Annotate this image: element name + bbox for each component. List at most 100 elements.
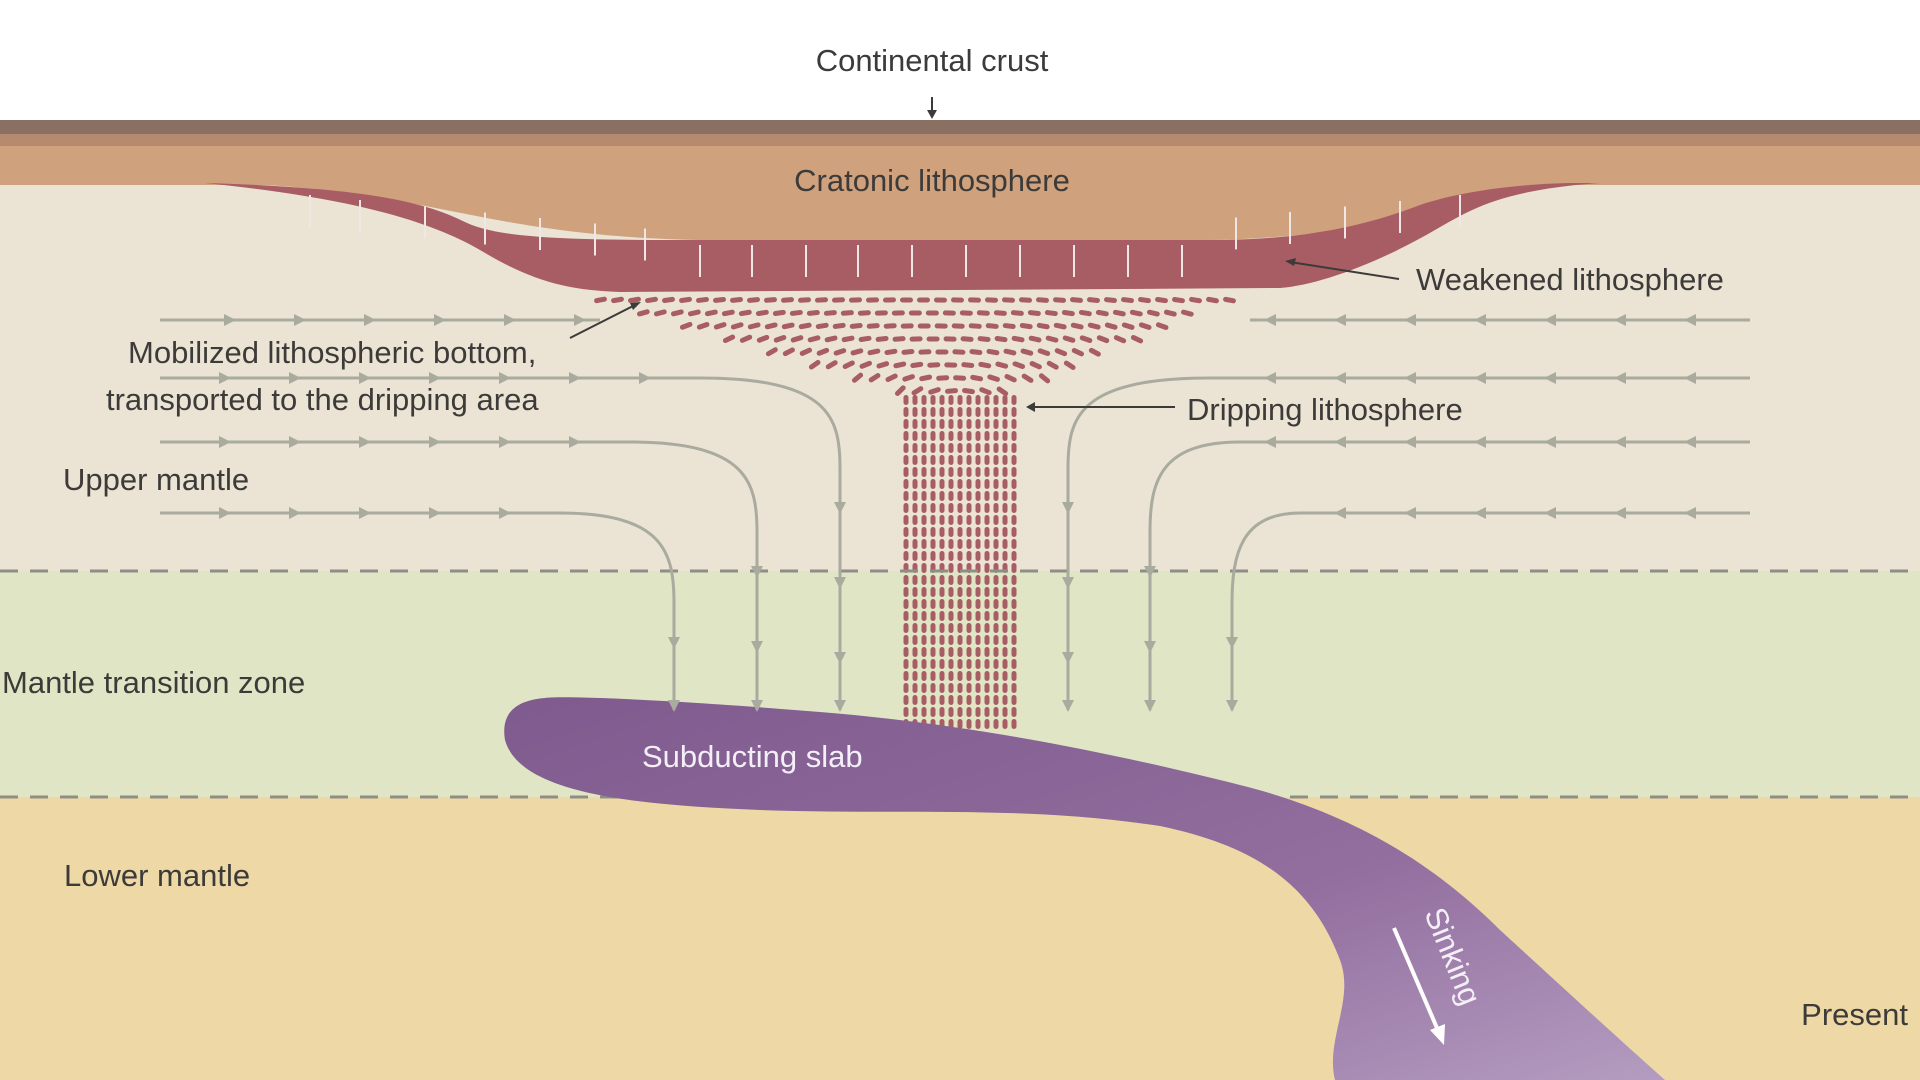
drip-fragment (993, 659, 999, 669)
drip-fragment (832, 297, 845, 303)
drip-fragment (948, 635, 954, 645)
drip-fragment (1002, 479, 1008, 489)
drip-fragment (1146, 309, 1160, 317)
drip-fragment (1095, 309, 1109, 317)
drip-fragment (968, 323, 982, 329)
drip-fragment (687, 309, 701, 317)
drip-fragment (943, 336, 957, 342)
drip-fragment (901, 349, 915, 355)
drip-fragment (832, 322, 846, 329)
drip-fragment (1029, 361, 1042, 370)
drip-fragment (1096, 335, 1110, 344)
drip-fragment (957, 671, 963, 681)
drip-fragment (1011, 563, 1017, 573)
drip-fragment (1011, 479, 1017, 489)
drip-fragment (902, 374, 915, 382)
drip-fragment (903, 467, 909, 477)
drip-fragment (948, 467, 954, 477)
drip-fragment (993, 395, 999, 405)
drip-fragment (930, 647, 936, 657)
drip-fragment (1011, 431, 1017, 441)
drip-fragment (1155, 322, 1169, 331)
drip-fragment (885, 373, 898, 383)
drip-fragment (995, 361, 1009, 369)
drip-fragment (952, 349, 966, 355)
drip-fragment (939, 671, 945, 681)
drip-fragment (939, 443, 945, 453)
drip-fragment (645, 296, 658, 304)
drip-fragment (1121, 297, 1134, 304)
drip-fragment (867, 348, 881, 356)
drip-fragment (730, 297, 743, 303)
drip-fragment (966, 527, 972, 537)
drip-fragment (1011, 491, 1017, 501)
drip-fragment (903, 395, 909, 405)
drip-fragment (921, 491, 927, 501)
drip-fragment (939, 455, 945, 465)
drip-fragment (1011, 515, 1017, 525)
drip-fragment (1011, 659, 1017, 669)
drip-fragment (1071, 348, 1085, 357)
drip-fragment (984, 695, 990, 705)
drip-fragment (1037, 348, 1051, 356)
drip-fragment (1028, 335, 1042, 343)
drip-fragment (850, 348, 864, 356)
drip-fragment (957, 635, 963, 645)
drip-fragment (984, 503, 990, 513)
drip-fragment (730, 322, 744, 330)
drip-fragment (951, 297, 964, 303)
drip-fragment (713, 296, 726, 303)
drip-fragment (900, 297, 913, 303)
drip-fragment (986, 348, 1000, 356)
drip-fragment (921, 395, 927, 405)
flow-arrowhead (1264, 372, 1276, 384)
drip-fragment (1027, 310, 1041, 316)
drip-fragment (957, 395, 963, 405)
drip-fragment (921, 479, 927, 489)
drip-fragment (930, 707, 936, 717)
drip-fragment (930, 479, 936, 489)
flow-arrowhead (1544, 372, 1556, 384)
drip-fragment (903, 527, 909, 537)
drip-fragment (948, 587, 954, 597)
drip-fragment (984, 539, 990, 549)
drip-fragment (984, 563, 990, 573)
drip-fragment (807, 335, 821, 343)
drip-fragment (1011, 671, 1017, 681)
drip-fragment (921, 587, 927, 597)
drip-fragment (993, 455, 999, 465)
drip-fragment (921, 683, 927, 693)
flow-arrowhead (1614, 507, 1626, 519)
drip-fragment (930, 407, 936, 417)
drip-fragment (948, 503, 954, 513)
drip-fragment (842, 360, 855, 370)
drip-fragment (966, 479, 972, 489)
flow-arrowhead (219, 372, 231, 384)
flow-line (160, 376, 842, 710)
sinking-arrow-head (1430, 1024, 1445, 1045)
flow-arrowhead (834, 577, 846, 589)
drip-fragment (957, 467, 963, 477)
drip-fragment (849, 297, 862, 303)
drip-fragment (1002, 647, 1008, 657)
drip-fragment (993, 479, 999, 489)
drip-fragment (930, 671, 936, 681)
drip-fragment (1104, 322, 1118, 330)
subducting-slab-label: Subducting slab (642, 739, 863, 774)
drip-fragment (978, 361, 992, 369)
drip-fragment (930, 527, 936, 537)
drip-fragment (966, 647, 972, 657)
flow-arrowhead (569, 436, 581, 448)
drip-fragment (798, 322, 812, 330)
drip-fragment (921, 671, 927, 681)
drip-fragment (1002, 503, 1008, 513)
drip-fragment (934, 297, 947, 303)
drip-fragment (772, 309, 786, 316)
drip-fragment (939, 467, 945, 477)
drip-fragment (948, 695, 954, 705)
mobilized-bottom-leader (569, 303, 638, 339)
drip-fragment (948, 407, 954, 417)
drip-fragment (1002, 491, 1008, 501)
drip-fragment (948, 647, 954, 657)
drip-fragment (1011, 455, 1017, 465)
